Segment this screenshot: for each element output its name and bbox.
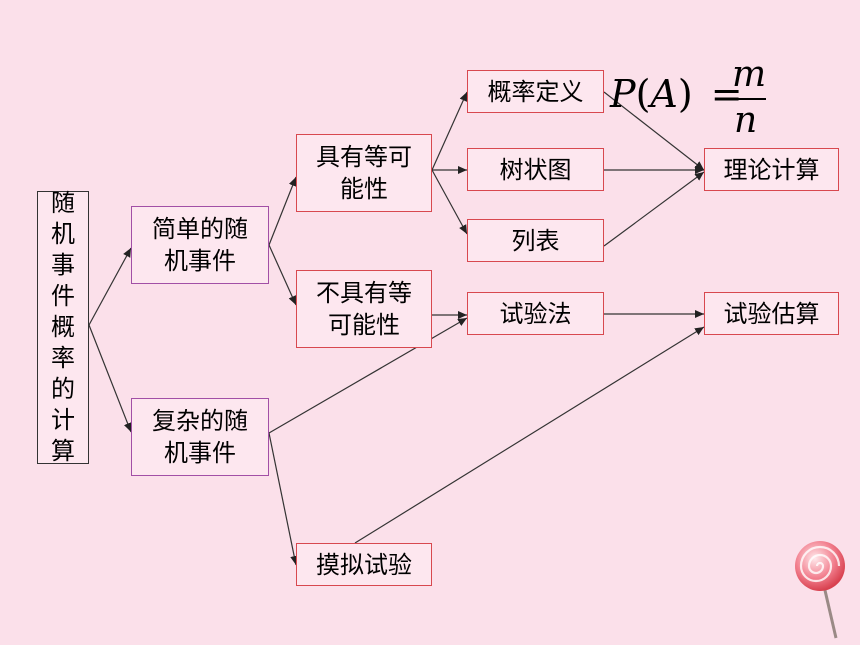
arrow-definition-theoretical — [603, 91, 705, 171]
arrow-simulation-estimate — [354, 326, 705, 544]
root-char: 机 — [51, 220, 75, 248]
formula-equals: = — [710, 72, 743, 116]
lollipop-icon — [795, 541, 845, 639]
theoretical-box: 理论计算 — [704, 148, 839, 191]
root-char: 率 — [51, 344, 75, 372]
arrow-table-theoretical — [603, 171, 705, 247]
arrow-equal-table — [431, 169, 468, 235]
arrow-complex-experiment — [268, 317, 468, 434]
root-char: 算 — [51, 437, 75, 465]
probability-formula: P(A) = m n — [610, 54, 770, 148]
arrow-root-simple — [88, 247, 132, 326]
simple-event-label: 简单的随机事件 — [152, 215, 248, 275]
root-box: 随 机 事 件 概 率 的 计 算 — [37, 189, 89, 465]
arrow-complex-simulation — [268, 432, 299, 566]
tree-diagram-box: 树状图 — [467, 148, 604, 191]
root-char: 件 — [51, 282, 75, 310]
formula-p: P — [610, 72, 636, 116]
tree-diagram-label: 树状图 — [499, 155, 572, 184]
arrow-root-complex — [88, 324, 132, 433]
complex-event-box: 复杂的随机事件 — [131, 398, 269, 476]
arrow-simple-notequal — [268, 244, 297, 306]
formula-denominator: n — [734, 100, 758, 141]
formula-fraction-bar — [726, 98, 766, 100]
root-char: 概 — [51, 313, 75, 341]
equal-likely-box: 具有等可能性 — [296, 134, 432, 212]
table-box: 列表 — [467, 219, 604, 262]
not-equal-likely-box: 不具有等可能性 — [296, 270, 432, 348]
definition-label: 概率定义 — [487, 77, 584, 106]
root-char: 随 — [51, 189, 75, 217]
simple-event-box: 简单的随机事件 — [131, 206, 269, 284]
formula-a: A — [650, 72, 678, 116]
arrow-equal-definition — [431, 91, 468, 171]
formula-open-paren: ( — [635, 72, 651, 116]
definition-box: 概率定义 — [467, 70, 604, 113]
arrow-simple-equal — [268, 176, 297, 246]
table-label: 列表 — [511, 226, 560, 255]
root-char: 的 — [51, 375, 75, 403]
experiment-label: 试验法 — [499, 299, 572, 328]
not-equal-likely-label: 不具有等可能性 — [316, 279, 412, 339]
estimate-box: 试验估算 — [704, 292, 839, 335]
formula-close-paren: ) — [677, 72, 693, 116]
experiment-box: 试验法 — [467, 292, 604, 335]
theoretical-label: 理论计算 — [723, 155, 820, 184]
root-char: 计 — [51, 406, 75, 434]
formula-numerator: m — [732, 54, 767, 95]
formula-lhs: P(A) = — [610, 72, 743, 116]
equal-likely-label: 具有等可能性 — [316, 143, 412, 203]
simulation-label: 摸拟试验 — [316, 550, 412, 579]
complex-event-label: 复杂的随机事件 — [152, 407, 248, 467]
estimate-label: 试验估算 — [723, 299, 820, 328]
root-char: 事 — [51, 251, 75, 279]
simulation-box: 摸拟试验 — [296, 543, 432, 586]
